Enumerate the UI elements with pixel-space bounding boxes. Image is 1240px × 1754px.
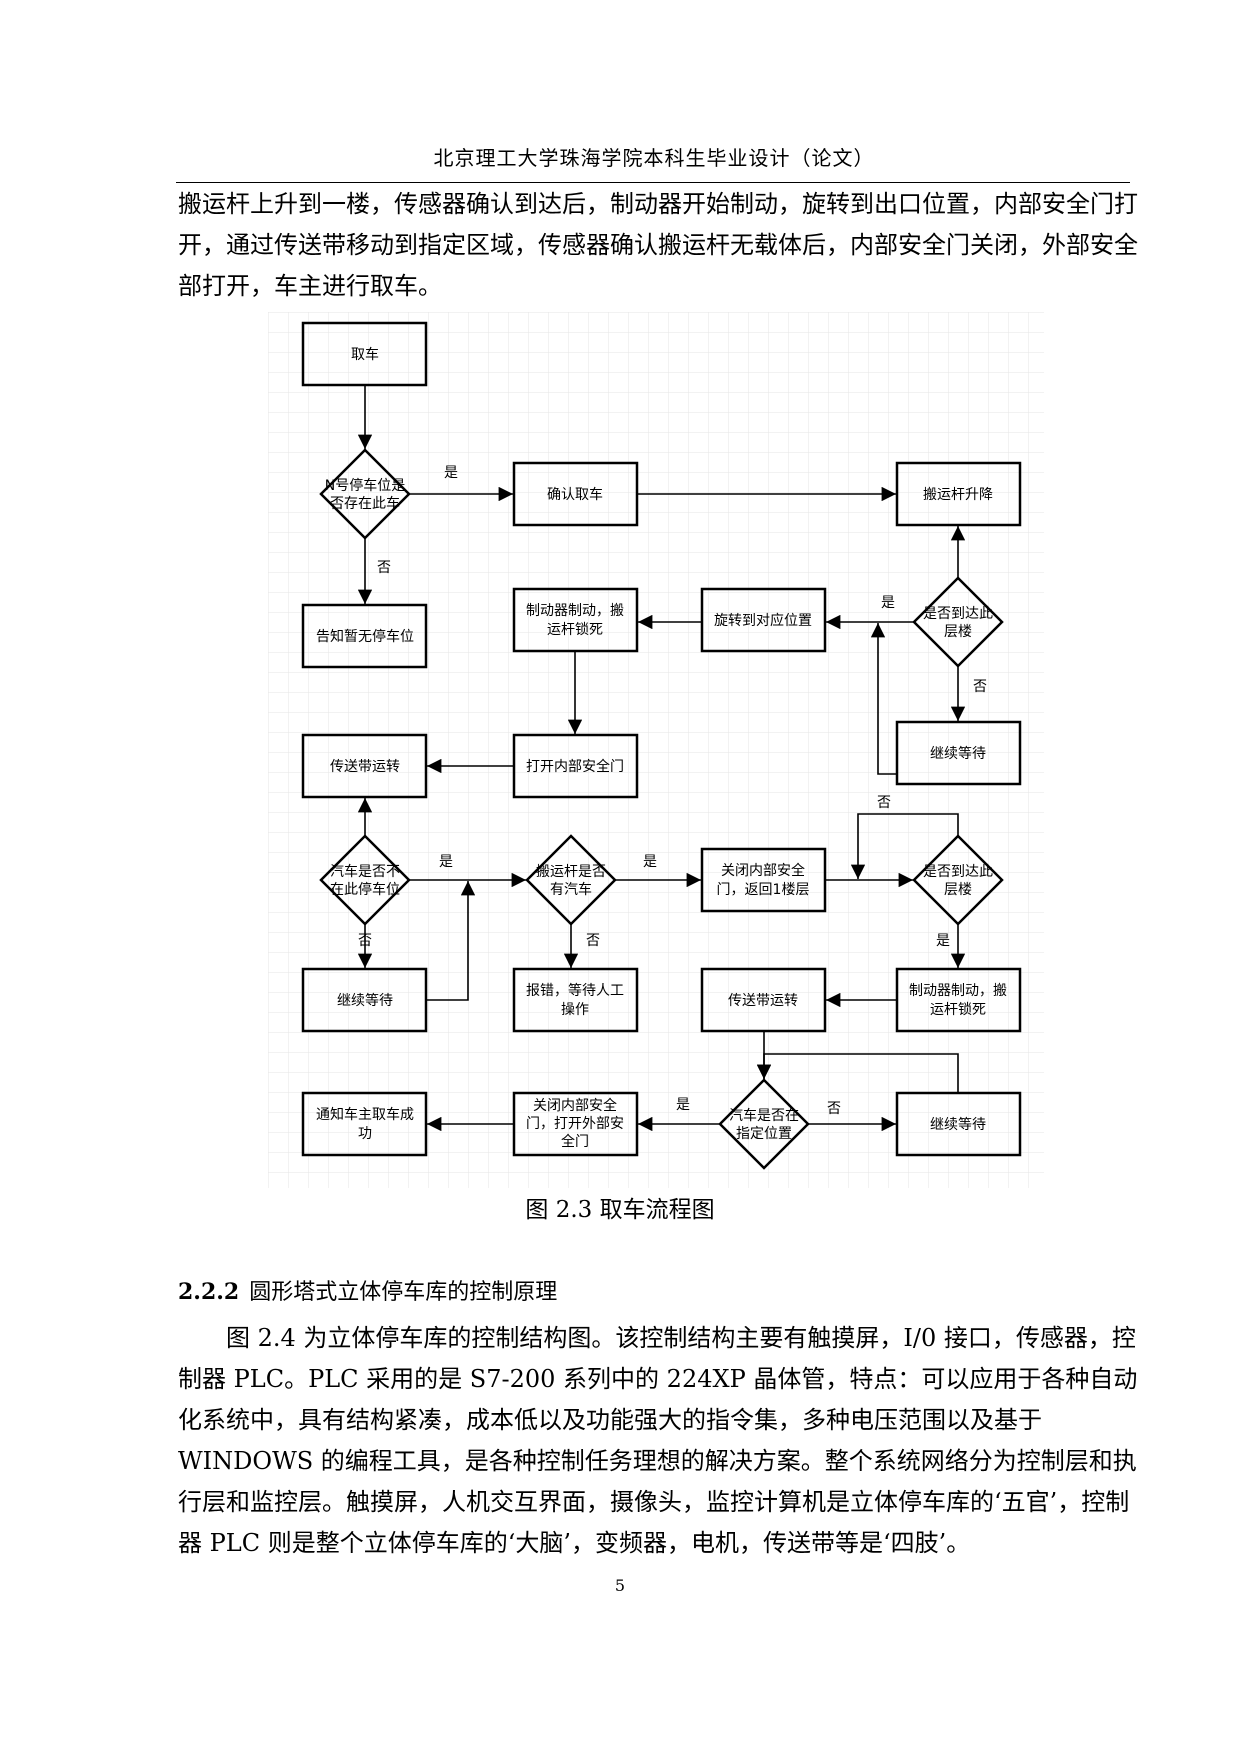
arrow-wait1-loop <box>870 623 897 775</box>
notify-done-label-1: 通知车主取车成 <box>316 1106 414 1123</box>
edge-label-no: 否 <box>586 933 600 949</box>
close-open-label-2: 门，打开外部安 <box>526 1115 624 1132</box>
close-inner-label-1: 关闭内部安全 <box>721 862 805 879</box>
edge-label-no: 否 <box>973 679 987 695</box>
alarm-label-1: 报错，等待人工 <box>526 982 624 999</box>
close-open-label-3: 全门 <box>561 1133 589 1150</box>
edge-label-yes: 是 <box>444 465 458 481</box>
arrow-floor2-loop <box>850 813 959 879</box>
page-number: 5 <box>614 1576 626 1595</box>
edge-label-no: 否 <box>358 933 372 949</box>
close-inner-label-2: 门，返回1楼层 <box>717 882 810 898</box>
decision-floor-1-label-1: 是否到达此 <box>923 606 993 622</box>
rotate-label: 旋转到对应位置 <box>714 612 812 629</box>
edge-label-no: 否 <box>827 1101 841 1117</box>
header-rule <box>176 182 1130 183</box>
decision-car-exists-label-1: N号停车位是 <box>325 477 405 494</box>
conveyor1-node <box>301 733 428 799</box>
brake2-label-1: 制动器制动，搬 <box>909 983 1007 999</box>
decision-floor-1-label-2: 层楼 <box>944 624 972 640</box>
alarm-node <box>512 967 639 1033</box>
open-inner-label: 打开内部安全门 <box>526 758 624 775</box>
close-open-label-1: 关闭内部安全 <box>533 1097 617 1114</box>
brake1-label-2: 运杆锁死 <box>547 622 603 638</box>
section-title: 圆形塔式立体停车库的控制原理 <box>249 1280 558 1305</box>
alarm-label-2: 操作 <box>561 1002 589 1018</box>
edge-label-yes: 是 <box>439 854 453 870</box>
confirm-label: 确认取车 <box>547 486 603 503</box>
edge-label-no: 否 <box>877 795 891 811</box>
start-label: 取车 <box>351 346 379 363</box>
decision-position-label-2: 指定位置 <box>736 1126 792 1142</box>
wait2-label: 继续等待 <box>337 992 393 1009</box>
figure-caption: 图 2.3 取车流程图 <box>525 1197 715 1223</box>
decision-car-gone-label-2: 在此停车位 <box>330 881 400 898</box>
notify-none-label: 告知暂无停车位 <box>316 628 414 645</box>
conveyor2-label: 传送带运转 <box>728 993 798 1009</box>
wait1-label: 继续等待 <box>930 745 986 762</box>
edge-label-no: 否 <box>377 560 391 576</box>
arrow-wait2-loop <box>426 881 476 1001</box>
lift-label: 搬运杆升降 <box>923 487 993 503</box>
decision-position-label-1: 汽车是否在 <box>729 1107 799 1124</box>
wait3-label: 继续等待 <box>930 1116 986 1133</box>
notify-done-label-2: 功 <box>358 1126 372 1142</box>
rotate-node <box>700 587 827 653</box>
arrow-wait3-loop <box>756 1053 959 1093</box>
brake2-label-2: 运杆锁死 <box>930 1002 986 1018</box>
decision-floor-2-label-2: 层楼 <box>944 882 972 898</box>
decision-car-exists-label-2: 否存在此车 <box>330 495 400 512</box>
flowchart: 取车 N号停车位是 否存在此车 确认取车 搬运杆升降 告知暂无停车位 制动器制动… <box>268 312 1044 1188</box>
notify-none-node <box>301 603 428 669</box>
edge-label-yes: 是 <box>936 933 950 949</box>
decision-loaded-label-1: 搬运杆是否 <box>536 864 606 880</box>
body-paragraph: 图 2.4 为立体停车库的控制结构图。该控制结构主要有触摸屏，I/0 接口，传感… <box>178 1324 1138 1557</box>
brake1-label-1: 制动器制动，搬 <box>526 603 624 619</box>
conveyor1-label: 传送带运转 <box>330 759 400 775</box>
decision-car-gone-label-1: 汽车是否不 <box>330 863 400 880</box>
edge-label-yes: 是 <box>881 595 895 611</box>
page-header: 北京理工大学珠海学院本科生毕业设计（论文） <box>433 146 875 170</box>
decision-floor-2-label-1: 是否到达此 <box>923 864 993 880</box>
edge-label-yes: 是 <box>643 854 657 870</box>
section-number: 2.2.2 <box>178 1279 240 1305</box>
decision-loaded-label-2: 有汽车 <box>550 881 592 898</box>
notify-done-node <box>301 1091 428 1157</box>
intro-paragraph: 搬运杆上升到一楼，传感器确认到达后，制动器开始制动，旋转到出口位置，内部安全门打… <box>178 190 1138 300</box>
grid-background <box>268 312 1044 1188</box>
section-heading: 2.2.2 圆形塔式立体停车库的控制原理 <box>178 1274 557 1306</box>
decision-position <box>718 1078 810 1170</box>
wait1-node <box>895 720 1022 786</box>
edge-label-yes: 是 <box>676 1097 690 1113</box>
lift-node <box>895 461 1022 527</box>
